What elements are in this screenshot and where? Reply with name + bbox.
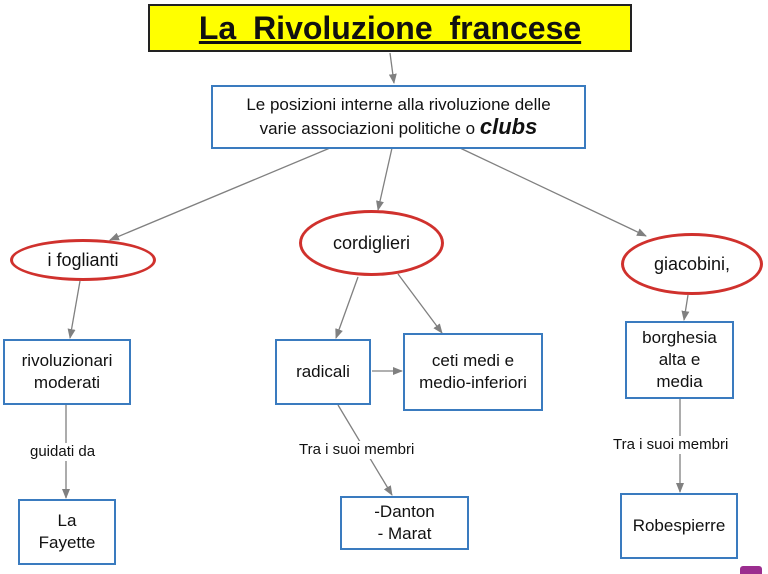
edge-title-root <box>388 52 397 84</box>
danton-line2: - Marat <box>377 524 432 543</box>
edge-cordiglieri-ceti <box>397 273 443 334</box>
lafayette-line2: Fayette <box>38 533 96 552</box>
edge-label-membri-giacobini: Tra i suoi membri <box>611 436 731 454</box>
borghesia-line1: borghesia <box>642 328 717 347</box>
rivoluzionari-line1: rivoluzionari <box>21 351 113 370</box>
root-node: Le posizioni interne alla rivoluzione de… <box>211 85 586 149</box>
radicali-label: radicali <box>296 362 350 381</box>
edge-label-membri-cordiglieri: Tra i suoi membri <box>297 441 417 459</box>
edge-root-cordiglieri <box>376 147 393 211</box>
node-lafayette: La Fayette <box>18 499 116 565</box>
node-borghesia: borghesia alta e media <box>625 321 734 399</box>
borghesia-line2: alta e <box>658 350 701 369</box>
group-cordiglieri: cordiglieri <box>299 210 444 276</box>
group-giacobini-label: giacobini, <box>653 253 731 274</box>
root-emphasis: clubs <box>479 114 538 139</box>
corner-badge <box>740 566 762 574</box>
root-line1: Le posizioni interne alla rivoluzione de… <box>246 95 551 114</box>
group-foglianti: i foglianti <box>10 239 156 281</box>
ceti-line1: ceti medi e <box>431 351 515 370</box>
group-foglianti-label: i foglianti <box>47 249 119 270</box>
robespierre-label: Robespierre <box>632 516 726 535</box>
title-text: La Rivoluzione francese <box>198 9 582 46</box>
edge-root-foglianti <box>109 147 331 241</box>
edge-label-guidati: guidati da <box>28 443 98 461</box>
group-giacobini: giacobini, <box>621 233 763 295</box>
node-rivoluzionari: rivoluzionari moderati <box>3 339 131 405</box>
node-robespierre: Robespierre <box>620 493 738 559</box>
node-danton: -Danton - Marat <box>340 496 469 550</box>
borghesia-line3: media <box>656 372 703 391</box>
ceti-line2: medio-inferiori <box>419 373 527 392</box>
edge-giacobini-borghesia <box>681 294 690 321</box>
lafayette-line1: La <box>57 511 77 530</box>
edge-foglianti-rivoluzionari <box>67 280 81 339</box>
rivoluzionari-line2: moderati <box>33 373 101 392</box>
root-line2-wrap: varie associazioni politiche o clubs <box>260 116 538 140</box>
node-ceti: ceti medi e medio-inferiori <box>403 333 543 411</box>
group-cordiglieri-label: cordiglieri <box>332 232 411 253</box>
node-radicali: radicali <box>275 339 371 405</box>
edge-cordiglieri-radicali <box>335 276 359 339</box>
root-line2: varie associazioni politiche o <box>259 119 476 138</box>
danton-line1: -Danton <box>374 502 435 521</box>
edge-root-giacobini <box>459 147 647 237</box>
diagram-title: La Rivoluzione francese <box>148 4 632 52</box>
